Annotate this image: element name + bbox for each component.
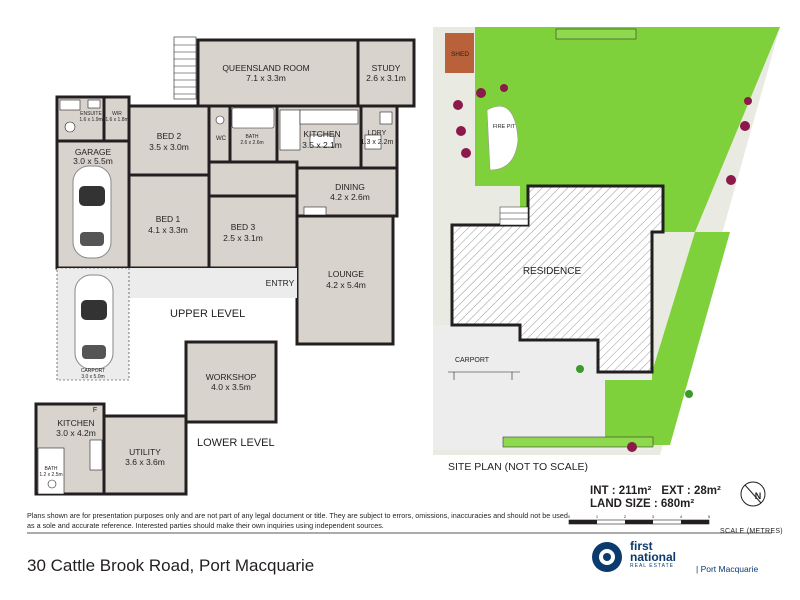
carport-dim: 3.0 x 5.0m <box>81 374 104 380</box>
bed2-dim: 3.5 x 3.0m <box>149 142 189 152</box>
brand-line3: REAL ESTATE <box>630 563 674 569</box>
land-size: LAND SIZE : 680m² <box>590 498 695 510</box>
lower-bath-room <box>37 447 65 495</box>
upper-fixtures <box>59 99 393 216</box>
bath-dim: 2.6 x 2.6m <box>240 140 263 146</box>
external-area: EXT : 28m² <box>661 485 721 497</box>
bed3-dim: 2.5 x 3.1m <box>223 233 263 243</box>
kitchen-dim: 3.5 x 2.1m <box>302 140 342 150</box>
dining-label: DINING <box>335 182 365 192</box>
bed3-room <box>207 194 299 270</box>
garage-dim: 3.0 x 5.5m <box>73 156 113 166</box>
wir-dim: 1.6 x 1.8m <box>105 117 128 123</box>
lounge-room <box>295 214 395 346</box>
queensland-room <box>196 38 360 108</box>
scale-tick-2: 2 <box>624 514 627 519</box>
first-national-logo <box>592 542 622 572</box>
scale-tick-0: 0 <box>568 514 571 519</box>
shed-label: SHED <box>451 51 469 58</box>
entry-label: ENTRY <box>266 278 295 288</box>
lower-kitchen-label: KITCHEN <box>57 418 94 428</box>
upper-level-plan <box>55 36 416 381</box>
residence-label: RESIDENCE <box>523 266 582 277</box>
residence <box>450 184 665 374</box>
lower-level-label: LOWER LEVEL <box>197 437 275 449</box>
garage-label: GARAGE <box>75 147 112 157</box>
lounge-dim: 4.2 x 5.4m <box>326 280 366 290</box>
north-compass: N <box>740 481 766 507</box>
lawn-bottom-strip <box>502 436 654 448</box>
workshop-label: WORKSHOP <box>206 372 257 382</box>
ensuite-label: ENSUITE <box>80 111 102 117</box>
compass-letter: N <box>755 491 762 501</box>
bed2-room <box>127 104 211 177</box>
bath-label: BATH <box>246 134 259 140</box>
carport-label: CARPORT <box>81 368 105 374</box>
scale-tick-1: 1 <box>596 514 599 519</box>
bed2-label: BED 2 <box>157 131 182 141</box>
dining-dim: 4.2 x 2.6m <box>330 192 370 202</box>
ldry-label: LDRY <box>368 130 387 137</box>
shed <box>445 33 474 73</box>
site-carport-label: CARPORT <box>455 357 490 364</box>
fire-pit-label: FIRE PIT <box>493 124 516 130</box>
scale-tick-5: 5 <box>708 514 711 519</box>
bed1-room <box>127 173 211 270</box>
lounge-label: LOUNGE <box>328 269 364 279</box>
bed3-label: BED 3 <box>231 222 256 232</box>
scale-tick-4: 4 <box>680 514 683 519</box>
scale-bar: 0 1 2 3 4 5 <box>568 514 711 525</box>
carport-car <box>74 274 114 370</box>
bed1-dim: 4.1 x 3.3m <box>148 225 188 235</box>
workshop-room <box>184 340 278 424</box>
upper-level-label: UPPER LEVEL <box>170 308 245 320</box>
hall-area <box>207 160 299 198</box>
utility-room <box>102 414 188 496</box>
queensland-dim: 7.1 x 3.3m <box>246 73 286 83</box>
ensuite-dim: 1.6 x 1.9m <box>79 117 102 123</box>
site-plan-caption: SITE PLAN (NOT TO SCALE) <box>448 461 588 473</box>
lower-kitchen-dim: 3.0 x 4.2m <box>56 428 96 438</box>
scale-label: SCALE (METRES) <box>720 528 783 535</box>
area-stats: INT : 211m² EXT : 28m² LAND SIZE : 680m² <box>590 485 721 511</box>
lawn-top-strip <box>555 28 637 40</box>
toilet-wc <box>215 115 225 125</box>
site-plan <box>433 27 780 455</box>
lawn-lower-right <box>605 232 730 445</box>
wir-room <box>102 95 131 143</box>
lower-bath-label: BATH <box>45 466 58 472</box>
fire-pit-area <box>486 105 519 171</box>
utility-label: UTILITY <box>129 447 161 457</box>
disclaimer-text: Plans shown are for presentation purpose… <box>27 511 568 530</box>
wc-label: WC <box>216 136 227 142</box>
study-dim: 2.6 x 3.1m <box>366 73 406 83</box>
ldry-dim: 1.3 x 2.2m <box>361 139 394 146</box>
brand-block: first national REAL ESTATE | Port Macqua… <box>630 539 758 574</box>
brand-office: | Port Macquarie <box>696 564 759 574</box>
bed1-label: BED 1 <box>156 214 181 224</box>
lower-bath-dim: 1.2 x 2.5m <box>39 472 62 478</box>
garden-flowers <box>453 84 752 452</box>
internal-area: INT : 211m² <box>590 485 652 497</box>
brand-line1: first <box>630 539 653 553</box>
utility-dim: 3.6 x 3.6m <box>125 457 165 467</box>
study-room <box>356 38 416 108</box>
kitchen-label: KITCHEN <box>303 129 340 139</box>
garage-car <box>72 165 112 259</box>
scale-tick-3: 3 <box>652 514 655 519</box>
wir-label: WIR <box>112 111 122 117</box>
queensland-label: QUEENSLAND ROOM <box>222 63 309 73</box>
brand-line2: national <box>630 550 677 564</box>
workshop-dim: 4.0 x 3.5m <box>211 382 251 392</box>
fridge-marker: F <box>93 407 97 414</box>
upper-stairs <box>173 36 197 100</box>
wc-room <box>207 104 232 164</box>
property-address: 30 Cattle Brook Road, Port Macquarie <box>27 556 315 575</box>
study-label: STUDY <box>372 63 401 73</box>
